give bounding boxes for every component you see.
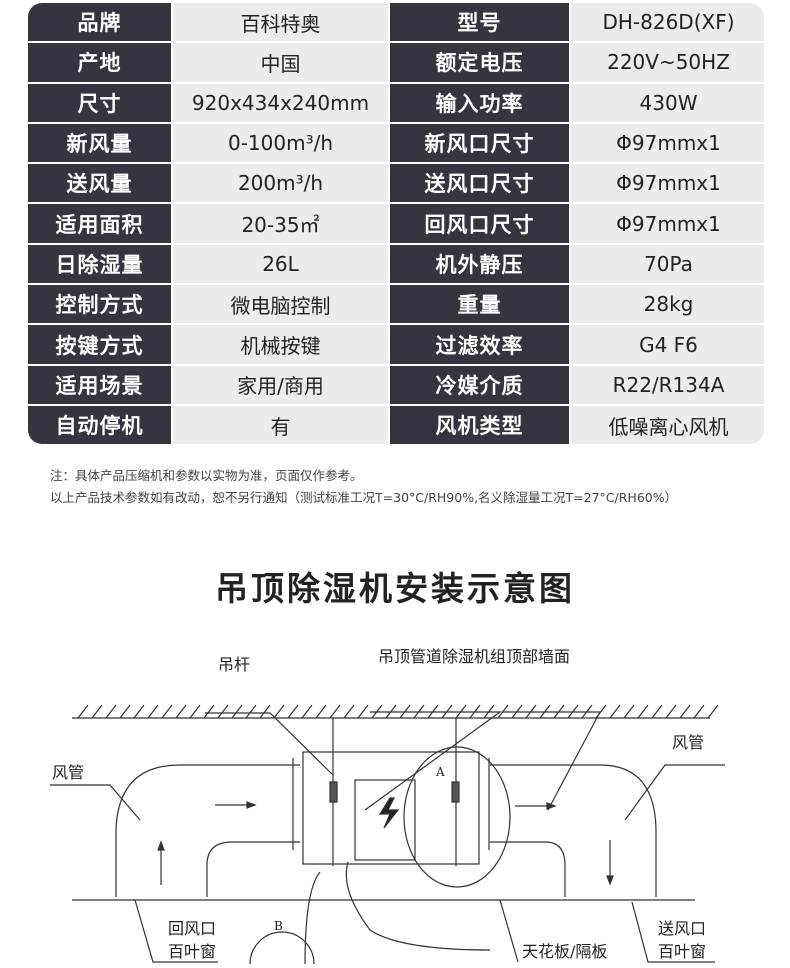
hatch-mark [651, 704, 663, 719]
spec-label-1-k1: 产地 [28, 43, 171, 82]
hatch-mark [273, 704, 285, 719]
dehumidifier-unit [302, 751, 480, 865]
spec-value-0-v2: DH-826D(XF) [571, 3, 764, 42]
label-ceiling-board: 天花板/隔板 [522, 942, 607, 961]
spec-value-5-v2: Φ97mmx1 [571, 204, 764, 243]
hatch-mark [119, 704, 131, 719]
spec-value-6-v2: 70Pa [571, 244, 764, 284]
spec-label-8-k1: 按键方式 [28, 325, 171, 364]
spec-label-1-k2: 额定电压 [390, 43, 569, 82]
spec-label-0-k1: 品牌 [28, 3, 171, 42]
label-duct-left: 风管 [52, 763, 84, 782]
spec-label-9-k1: 适用场景 [28, 365, 171, 404]
spec-label-2-k2: 输入功率 [390, 83, 569, 122]
spec-value-10-v2: 低噪离心风机 [571, 405, 764, 445]
spec-label-6-k2: 机外静压 [390, 244, 569, 284]
hatch-mark [357, 704, 369, 719]
spec-label-10-k2: 风机类型 [390, 405, 569, 445]
hatch-mark [245, 704, 257, 719]
label-ceiling-wall: 吊顶管道除湿机组顶部墙面 [378, 647, 570, 666]
spec-label-9-k2: 冷媒介质 [390, 365, 569, 404]
hatch-mark [189, 704, 201, 719]
spec-label-7-k1: 控制方式 [28, 285, 171, 324]
label-supply-1: 送风口 [658, 919, 706, 938]
hatch-mark [203, 704, 215, 719]
spec-value-1-v1: 中国 [173, 43, 388, 82]
left-duct [115, 764, 300, 897]
lightning-icon [378, 797, 400, 829]
spec-value-6-v1: 26L [173, 244, 388, 284]
hatch-mark [259, 704, 271, 719]
spec-value-7-v2: 28kg [571, 285, 764, 324]
hatch-mark [133, 704, 145, 719]
spec-label-4-k1: 送风量 [28, 164, 171, 203]
spec-value-8-v1: 机械按键 [173, 325, 388, 364]
label-a: A [435, 765, 445, 779]
hatch-mark [665, 704, 677, 719]
hatch-mark [105, 704, 117, 719]
spec-value-4-v1: 200m³/h [173, 164, 388, 203]
spec-label-3-k2: 新风口尺寸 [390, 123, 569, 163]
label-rod: 吊杆 [218, 655, 250, 674]
detail-b-circle [249, 931, 315, 965]
hatch-mark [693, 704, 705, 719]
right-duct [490, 764, 657, 897]
label-supply-2: 百叶窗 [658, 942, 706, 961]
spec-value-2-v1: 920x434x240mm [173, 83, 388, 122]
spec-label-2-k1: 尺寸 [28, 83, 171, 122]
spec-value-7-v1: 微电脑控制 [173, 285, 388, 324]
spec-label-3-k1: 新风量 [28, 123, 171, 163]
note-line-2: 以上产品技术参数如有改动，恕不另行通知（测试标准工况T=30°C/RH90%,名… [50, 490, 678, 505]
spec-value-0-v1: 百科特奥 [173, 3, 388, 42]
hatch-mark [679, 704, 691, 719]
spec-value-2-v2: 430W [571, 83, 764, 122]
note-line-1: 注：具体产品压缩机和参数以实物为准，页面仅作参考。 [50, 468, 363, 483]
spec-label-8-k2: 过滤效率 [390, 325, 569, 364]
spec-value-10-v1: 有 [173, 405, 388, 445]
hatch-mark [147, 704, 159, 719]
spec-label-0-k2: 型号 [390, 3, 569, 42]
hatch-mark [231, 704, 243, 719]
hatch-mark [175, 704, 187, 719]
spec-value-9-v1: 家用/商用 [173, 365, 388, 404]
detail-a-circle [403, 746, 511, 888]
hatch-mark [77, 704, 89, 719]
spec-value-9-v2: R22/R134A [571, 365, 764, 404]
spec-label-5-k2: 回风口尺寸 [390, 204, 569, 243]
spec-label-4-k2: 送风口尺寸 [390, 164, 569, 203]
installation-diagram: 吊杆 吊顶管道除湿机组顶部墙面 风管 风管 回风口 百叶窗 送风口 百叶窗 天花… [50, 647, 725, 965]
label-duct-right: 风管 [672, 733, 704, 752]
hatch-mark [315, 704, 327, 719]
spec-label-10-k1: 自动停机 [28, 405, 171, 445]
spec-label-6-k1: 日除湿量 [28, 244, 171, 284]
spec-value-3-v1: 0-100m³/h [173, 123, 388, 163]
spec-value-1-v2: 220V~50HZ [571, 43, 764, 82]
hatch-mark [217, 704, 229, 719]
label-return-1: 回风口 [168, 919, 216, 938]
drain-hose [345, 861, 491, 951]
spec-value-5-v1: 20-35㎡ [173, 204, 388, 243]
hatch-mark [329, 704, 341, 719]
spec-value-8-v2: G4 F6 [571, 325, 764, 364]
hatch-mark [609, 704, 621, 719]
hatch-mark [637, 704, 649, 719]
spec-value-4-v2: Φ97mmx1 [571, 164, 764, 203]
hatch-mark [707, 704, 719, 719]
hatch-mark [161, 704, 173, 719]
label-b: B [274, 919, 283, 933]
hatch-mark [343, 704, 355, 719]
spec-label-7-k2: 重量 [390, 285, 569, 324]
hatch-mark [287, 704, 299, 719]
hatch-mark [623, 704, 635, 719]
spec-value-3-v2: Φ97mmx1 [571, 123, 764, 163]
hatch-mark [301, 704, 313, 719]
hatch-mark [91, 704, 103, 719]
label-return-2: 百叶窗 [168, 942, 216, 961]
spec-label-5-k1: 适用面积 [28, 204, 171, 243]
diagram-title: 吊顶除湿机安装示意图 [215, 569, 575, 608]
